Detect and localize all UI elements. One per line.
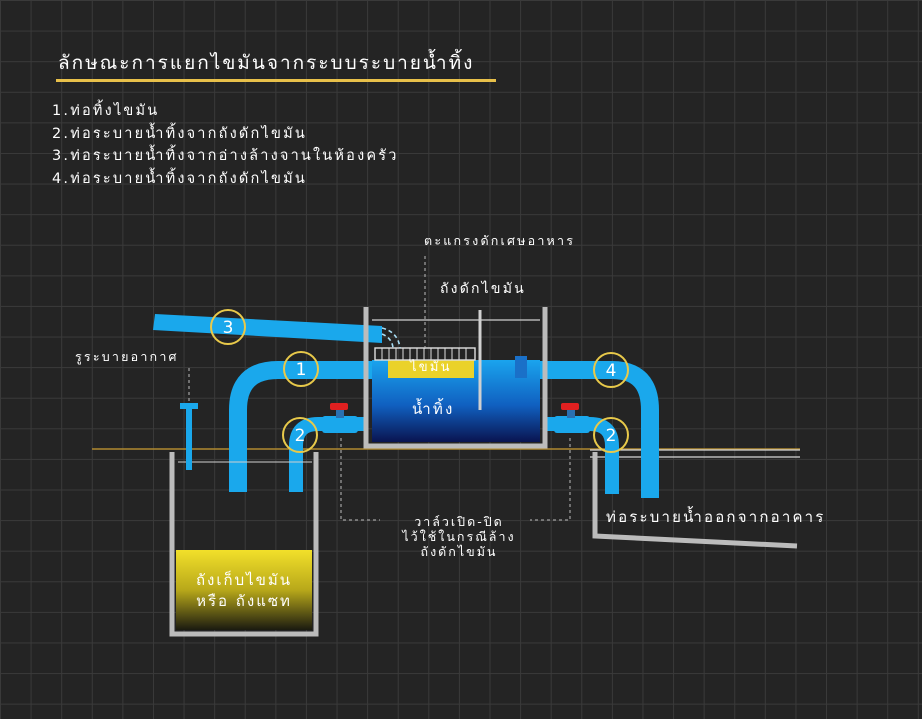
storage-tank-wall bbox=[169, 452, 319, 637]
marker-3 bbox=[210, 309, 246, 345]
marker-3-label: 3 bbox=[223, 318, 234, 338]
marker-2-left bbox=[282, 417, 318, 453]
vent-label: รูระบายอากาศ bbox=[75, 349, 179, 364]
valve-left bbox=[322, 403, 358, 433]
lower-pipe-left bbox=[289, 417, 368, 492]
legend-list: 1.ท่อทิ้งไขมัน 2.ท่อระบายน้ำทิ้งจากถังดั… bbox=[52, 100, 399, 190]
grease-pipe bbox=[229, 361, 372, 492]
marker-1-label: 1 bbox=[296, 360, 307, 380]
vent-cap bbox=[180, 403, 198, 409]
storage-tank-label-line-2: หรือ ถังแซท bbox=[196, 592, 292, 610]
storage-tank-label-line-1: ถังเก็บไขมัน bbox=[195, 571, 293, 589]
waste-water-label: น้ำทิ้ง bbox=[412, 400, 455, 418]
outlet-pipe-4 bbox=[540, 361, 659, 498]
lower-pipe-right bbox=[545, 417, 619, 494]
outlet-tee bbox=[515, 356, 527, 378]
marker-2-left-label: 2 bbox=[295, 426, 306, 446]
outlet-label: ท่อระบายน้ำออกจากอาคาร bbox=[606, 508, 826, 526]
grease-layer bbox=[388, 360, 474, 378]
grease-tank-label: ถังดักไขมัน bbox=[440, 281, 526, 297]
food-screen bbox=[374, 347, 476, 361]
storage-tank-grease bbox=[176, 550, 312, 630]
valve-note-line-2: ไว้ใช้ในกรณีล้าง bbox=[402, 529, 516, 544]
valve-note-line-1: วาล์วเปิด-ปิด bbox=[414, 514, 504, 529]
title-underline bbox=[56, 79, 496, 82]
building-outlet-line bbox=[592, 452, 798, 549]
diagram-title: ลักษณะการแยกไขมันจากระบบระบายน้ำทิ้ง bbox=[58, 52, 475, 74]
water-flow-arc-1 bbox=[381, 327, 401, 349]
valve-right bbox=[554, 403, 590, 433]
legend-item-2: 2.ท่อระบายน้ำทิ้งจากถังดักไขมัน bbox=[52, 125, 307, 142]
marker-4-label: 4 bbox=[606, 361, 617, 381]
grease-trap-tank-wall bbox=[363, 307, 548, 449]
valve-note: วาล์วเปิด-ปิด ไว้ใช้ในกรณีล้าง ถังดักไขม… bbox=[384, 514, 534, 559]
legend-item-3: 3.ท่อระบายน้ำทิ้งจากอ่างล้างจานในห้องครั… bbox=[52, 148, 399, 164]
storage-tank-label: ถังเก็บไขมัน หรือ ถังแซท bbox=[176, 570, 312, 612]
marker-2-right-label: 2 bbox=[606, 426, 617, 446]
valve-right-leader bbox=[530, 438, 571, 521]
water-flow-arc-2 bbox=[381, 333, 394, 349]
valve-left-leader bbox=[340, 438, 380, 521]
sink-drain-pipe bbox=[153, 314, 382, 343]
screen-label: ตะแกรงดักเศษอาหาร bbox=[424, 233, 576, 248]
grease-layer-label: ไขมัน bbox=[410, 360, 452, 375]
valve-note-line-3: ถังดักไขมัน bbox=[420, 544, 498, 559]
marker-2-right bbox=[593, 417, 629, 453]
vent-pipe bbox=[186, 408, 192, 470]
marker-4 bbox=[593, 352, 629, 388]
legend-item-4: 4.ท่อระบายน้ำทิ้งจากถังดักไขมัน bbox=[52, 170, 307, 187]
legend-item-1: 1.ท่อทิ้งไขมัน bbox=[52, 103, 160, 119]
marker-1 bbox=[283, 351, 319, 387]
